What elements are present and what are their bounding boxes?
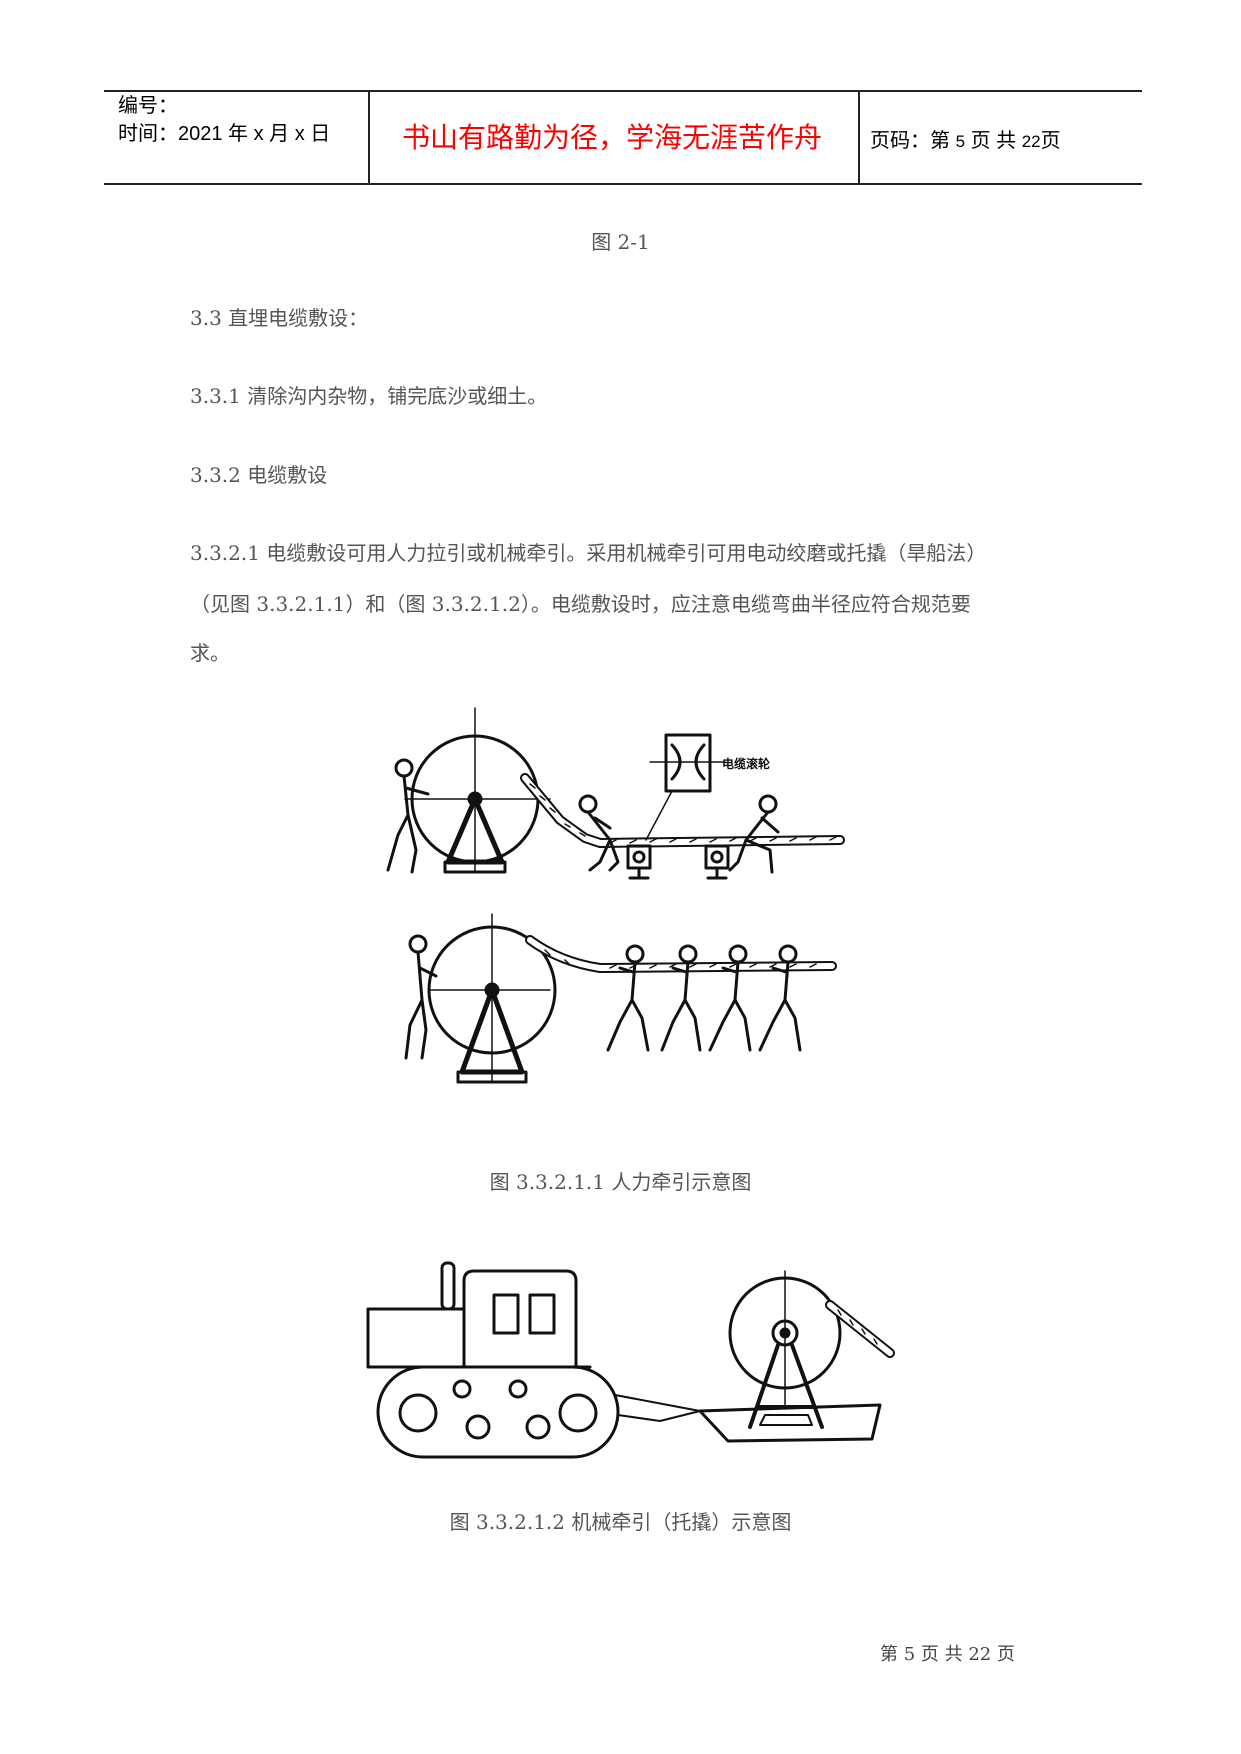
header-bottom-rule — [104, 183, 1142, 185]
section-3-3-2-1-line2: （见图 3.3.2.1.1）和（图 3.3.2.1.2）。电缆敷设时，应注意电缆… — [190, 592, 971, 616]
section-3-3-heading: 3.3 直埋电缆敷设： — [190, 306, 369, 330]
manual-pulling-figure: 电缆滚轮 — [386, 707, 845, 1084]
sled-with-drum — [698, 1270, 895, 1443]
tractor — [366, 1261, 620, 1459]
section-3-3-1: 3.3.1 清除沟内杂物，铺完底沙或细土。 — [190, 384, 548, 408]
puller — [758, 944, 802, 1052]
roller-label: 电缆滚轮 — [722, 756, 771, 771]
cable-roller — [704, 844, 730, 880]
page-suffix: 页 — [1040, 130, 1061, 152]
doc-number-label: 编号： — [118, 95, 178, 117]
header-motto: 书山有路勤为径，学海无涯苦作舟 — [401, 121, 822, 154]
page-prefix: 页码：第 — [870, 130, 950, 152]
page-total: 22 — [1021, 132, 1041, 151]
puller — [606, 944, 650, 1052]
cable-roller — [626, 844, 652, 880]
header-top-rule — [104, 90, 1142, 92]
section-3-3-2-1-line3: 求。 — [190, 641, 230, 665]
header-divider-left — [368, 90, 370, 184]
track-wheel — [398, 1393, 438, 1433]
previous-figure-caption: 图 2-1 — [591, 230, 650, 254]
page-mid: 页 共 — [970, 130, 1017, 152]
cable-drum — [427, 925, 557, 1055]
puller — [708, 944, 752, 1052]
lower-scene — [404, 913, 837, 1084]
header-divider-right — [858, 90, 860, 184]
mechanical-pulling-figure — [366, 1261, 895, 1459]
section-3-3-2-heading: 3.3.2 电缆敷设 — [190, 463, 328, 487]
figure1-caption: 图 3.3.2.1.1 人力牵引示意图 — [489, 1170, 752, 1194]
figure2-caption: 图 3.3.2.1.2 机械牵引（托撬）示意图 — [449, 1510, 792, 1534]
puller — [660, 944, 702, 1052]
roller-callout — [645, 733, 726, 841]
page-number: 5 — [955, 132, 966, 151]
header-page-info: 页码：第 5 页 共 22页 — [870, 124, 1061, 153]
track-wheel — [558, 1393, 598, 1433]
section-3-3-2-1-line1: 3.3.2.1 电缆敷设可用人力拉引或机械牵引。采用机械牵引可用电动绞磨或托撬（… — [190, 541, 987, 565]
doc-time-label: 时间：2021 年 x 月 x 日 — [118, 123, 331, 145]
page-footer: 第 5 页 共 22 页 — [880, 1644, 1015, 1665]
upper-scene: 电缆滚轮 — [386, 707, 845, 880]
